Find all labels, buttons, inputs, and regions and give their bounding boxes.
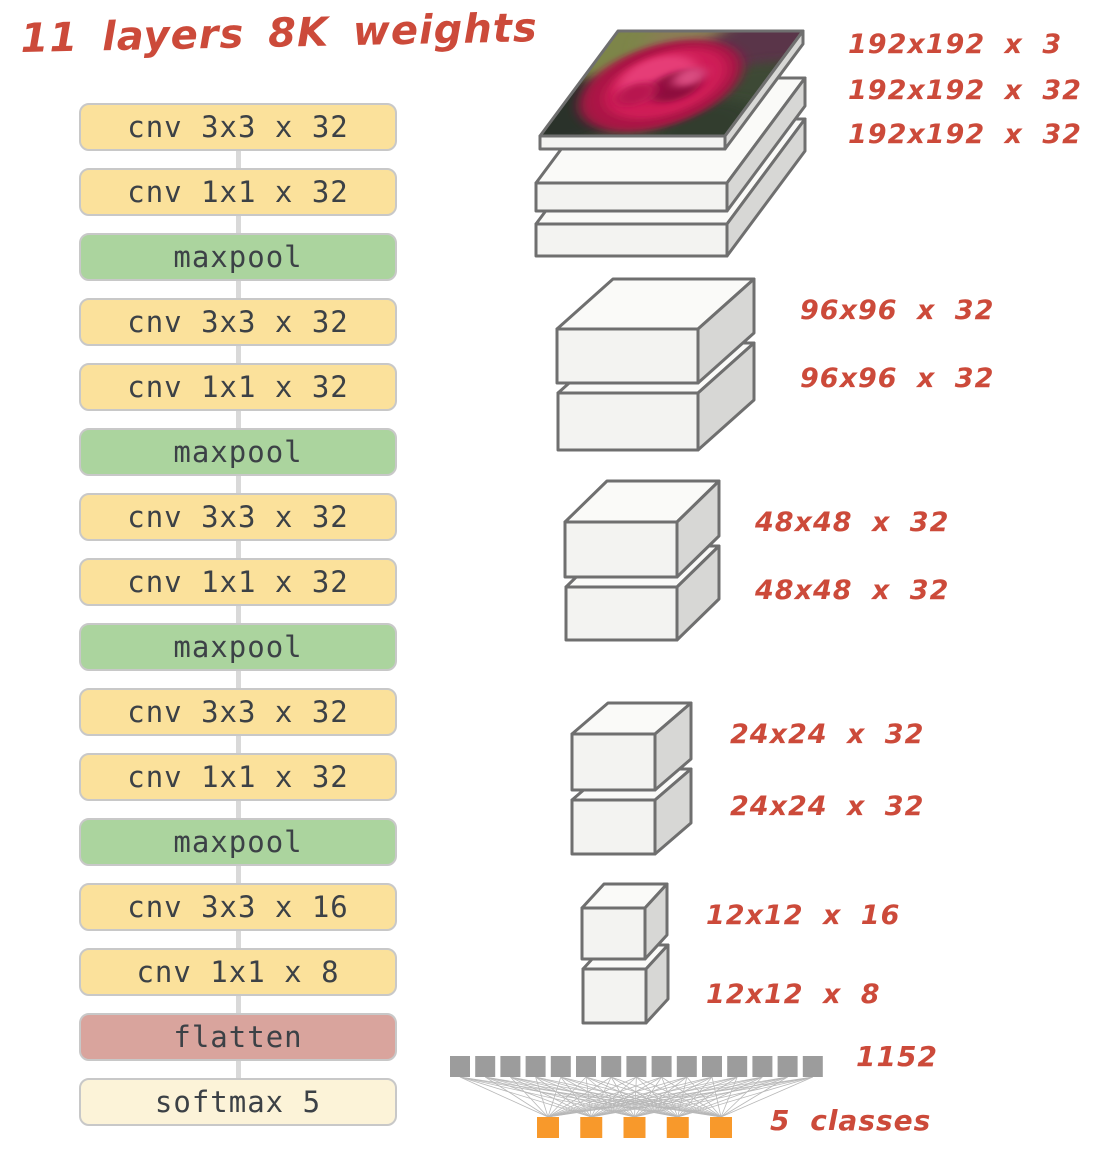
dense-unit-12	[752, 1056, 773, 1077]
dimension-annotation: 12x12 x 16	[706, 900, 901, 931]
dense-unit-1	[475, 1056, 496, 1077]
layer-box-flatten-14: flatten	[79, 1013, 397, 1061]
box-front-face	[538, 134, 727, 151]
layer-box-pool-11: maxpool	[79, 818, 397, 866]
layer-label: softmax 5	[154, 1085, 322, 1119]
layer-label: cnv 3x3 x 32	[127, 110, 349, 144]
dense-unit-14	[802, 1056, 823, 1077]
feature-map-box	[570, 701, 693, 792]
layer-label: cnv 3x3 x 32	[127, 305, 349, 339]
layer-label: cnv 3x3 x 16	[127, 890, 349, 924]
layer-label: maxpool	[173, 240, 303, 274]
box-front-face	[570, 732, 657, 792]
dense-unit-0	[450, 1056, 470, 1077]
layer-box-conv-7: cnv 1x1 x 32	[79, 558, 397, 606]
class-unit-2	[623, 1117, 646, 1138]
dimension-annotation: 12x12 x 8	[706, 979, 881, 1010]
class-unit-0	[537, 1117, 559, 1138]
dimension-annotation: 96x96 x 32	[800, 295, 995, 326]
layer-label: cnv 1x1 x 32	[127, 760, 349, 794]
dense-unit-10	[702, 1056, 722, 1077]
layer-box-pool-2: maxpool	[79, 233, 397, 281]
layer-label: maxpool	[173, 825, 303, 859]
box-front-face	[556, 391, 700, 452]
class-unit-4	[710, 1117, 732, 1138]
dimension-annotation: 48x48 x 32	[755, 507, 950, 538]
feature-map-box	[563, 479, 721, 579]
dense-unit-5	[576, 1056, 596, 1077]
class-unit-1	[580, 1117, 603, 1138]
dense-unit-9	[676, 1056, 697, 1077]
dense-unit-7	[626, 1056, 647, 1077]
layer-label: cnv 3x3 x 32	[127, 500, 349, 534]
layer-box-pool-5: maxpool	[79, 428, 397, 476]
feature-map-box	[580, 882, 669, 961]
dense-network	[450, 1056, 823, 1138]
layer-box-conv-12: cnv 3x3 x 16	[79, 883, 397, 931]
box-front-face	[534, 222, 729, 258]
feature-map-group-stage-48	[563, 479, 721, 642]
box-front-face	[534, 181, 729, 213]
dimension-annotation: 192x192 x 3	[848, 29, 1063, 60]
layer-label: maxpool	[173, 435, 303, 469]
feature-map-group-stage-96	[555, 277, 756, 452]
layer-box-conv-9: cnv 3x3 x 32	[79, 688, 397, 736]
layer-label: flatten	[173, 1020, 303, 1054]
box-front-face	[555, 327, 700, 385]
box-front-face	[581, 967, 648, 1025]
feature-map-box	[555, 277, 756, 385]
feature-map-group-stage-12	[580, 882, 670, 1025]
layer-box-pool-8: maxpool	[79, 623, 397, 671]
class-unit-3	[666, 1117, 689, 1138]
layer-label: cnv 1x1 x 32	[127, 370, 349, 404]
dense-unit-11	[727, 1056, 748, 1077]
box-front-face	[564, 585, 679, 642]
layer-connector-line	[236, 110, 241, 1122]
box-front-face	[580, 906, 647, 961]
dimension-annotation: 192x192 x 32	[848, 119, 1082, 150]
dense-unit-3	[525, 1056, 546, 1077]
dense-unit-6	[601, 1056, 622, 1077]
layer-box-conv-0: cnv 3x3 x 32	[79, 103, 397, 151]
layer-box-conv-3: cnv 3x3 x 32	[79, 298, 397, 346]
dense-unit-8	[651, 1056, 672, 1077]
box-front-face	[563, 520, 679, 579]
dimension-annotation: 48x48 x 32	[755, 575, 950, 606]
feature-map-group-stage-24	[570, 701, 693, 856]
layer-box-conv-13: cnv 1x1 x 8	[79, 948, 397, 996]
dimension-annotation: 192x192 x 32	[848, 75, 1082, 106]
layer-box-conv-6: cnv 3x3 x 32	[79, 493, 397, 541]
feature-map-group-input-192	[534, 29, 807, 258]
layer-box-conv-10: cnv 1x1 x 32	[79, 753, 397, 801]
layer-label: cnv 1x1 x 8	[136, 955, 340, 989]
layer-label: maxpool	[173, 630, 303, 664]
layer-box-conv-4: cnv 1x1 x 32	[79, 363, 397, 411]
dimension-annotation: 24x24 x 32	[730, 719, 925, 750]
layer-box-conv-1: cnv 1x1 x 32	[79, 168, 397, 216]
layer-box-softmax-15: softmax 5	[79, 1078, 397, 1126]
dimension-annotation: 96x96 x 32	[800, 363, 995, 394]
feature-map-box	[538, 29, 805, 151]
layer-stack: cnv 3x3 x 32 cnv 1x1 x 32 maxpool cnv 3x3 x…	[79, 103, 397, 1126]
layer-label: cnv 1x1 x 32	[127, 175, 349, 209]
dense-unit-2	[500, 1056, 521, 1077]
dense-unit-13	[777, 1056, 798, 1077]
dimension-annotation: 24x24 x 32	[730, 791, 925, 822]
classes-count-label: 5 classes	[770, 1104, 932, 1137]
dense-connections	[459, 1076, 813, 1118]
box-front-face	[570, 798, 657, 856]
layer-label: cnv 1x1 x 32	[127, 565, 349, 599]
dense-unit-4	[550, 1056, 571, 1077]
layer-label: cnv 3x3 x 32	[127, 695, 349, 729]
dense-units-count-label: 1152	[856, 1040, 938, 1073]
